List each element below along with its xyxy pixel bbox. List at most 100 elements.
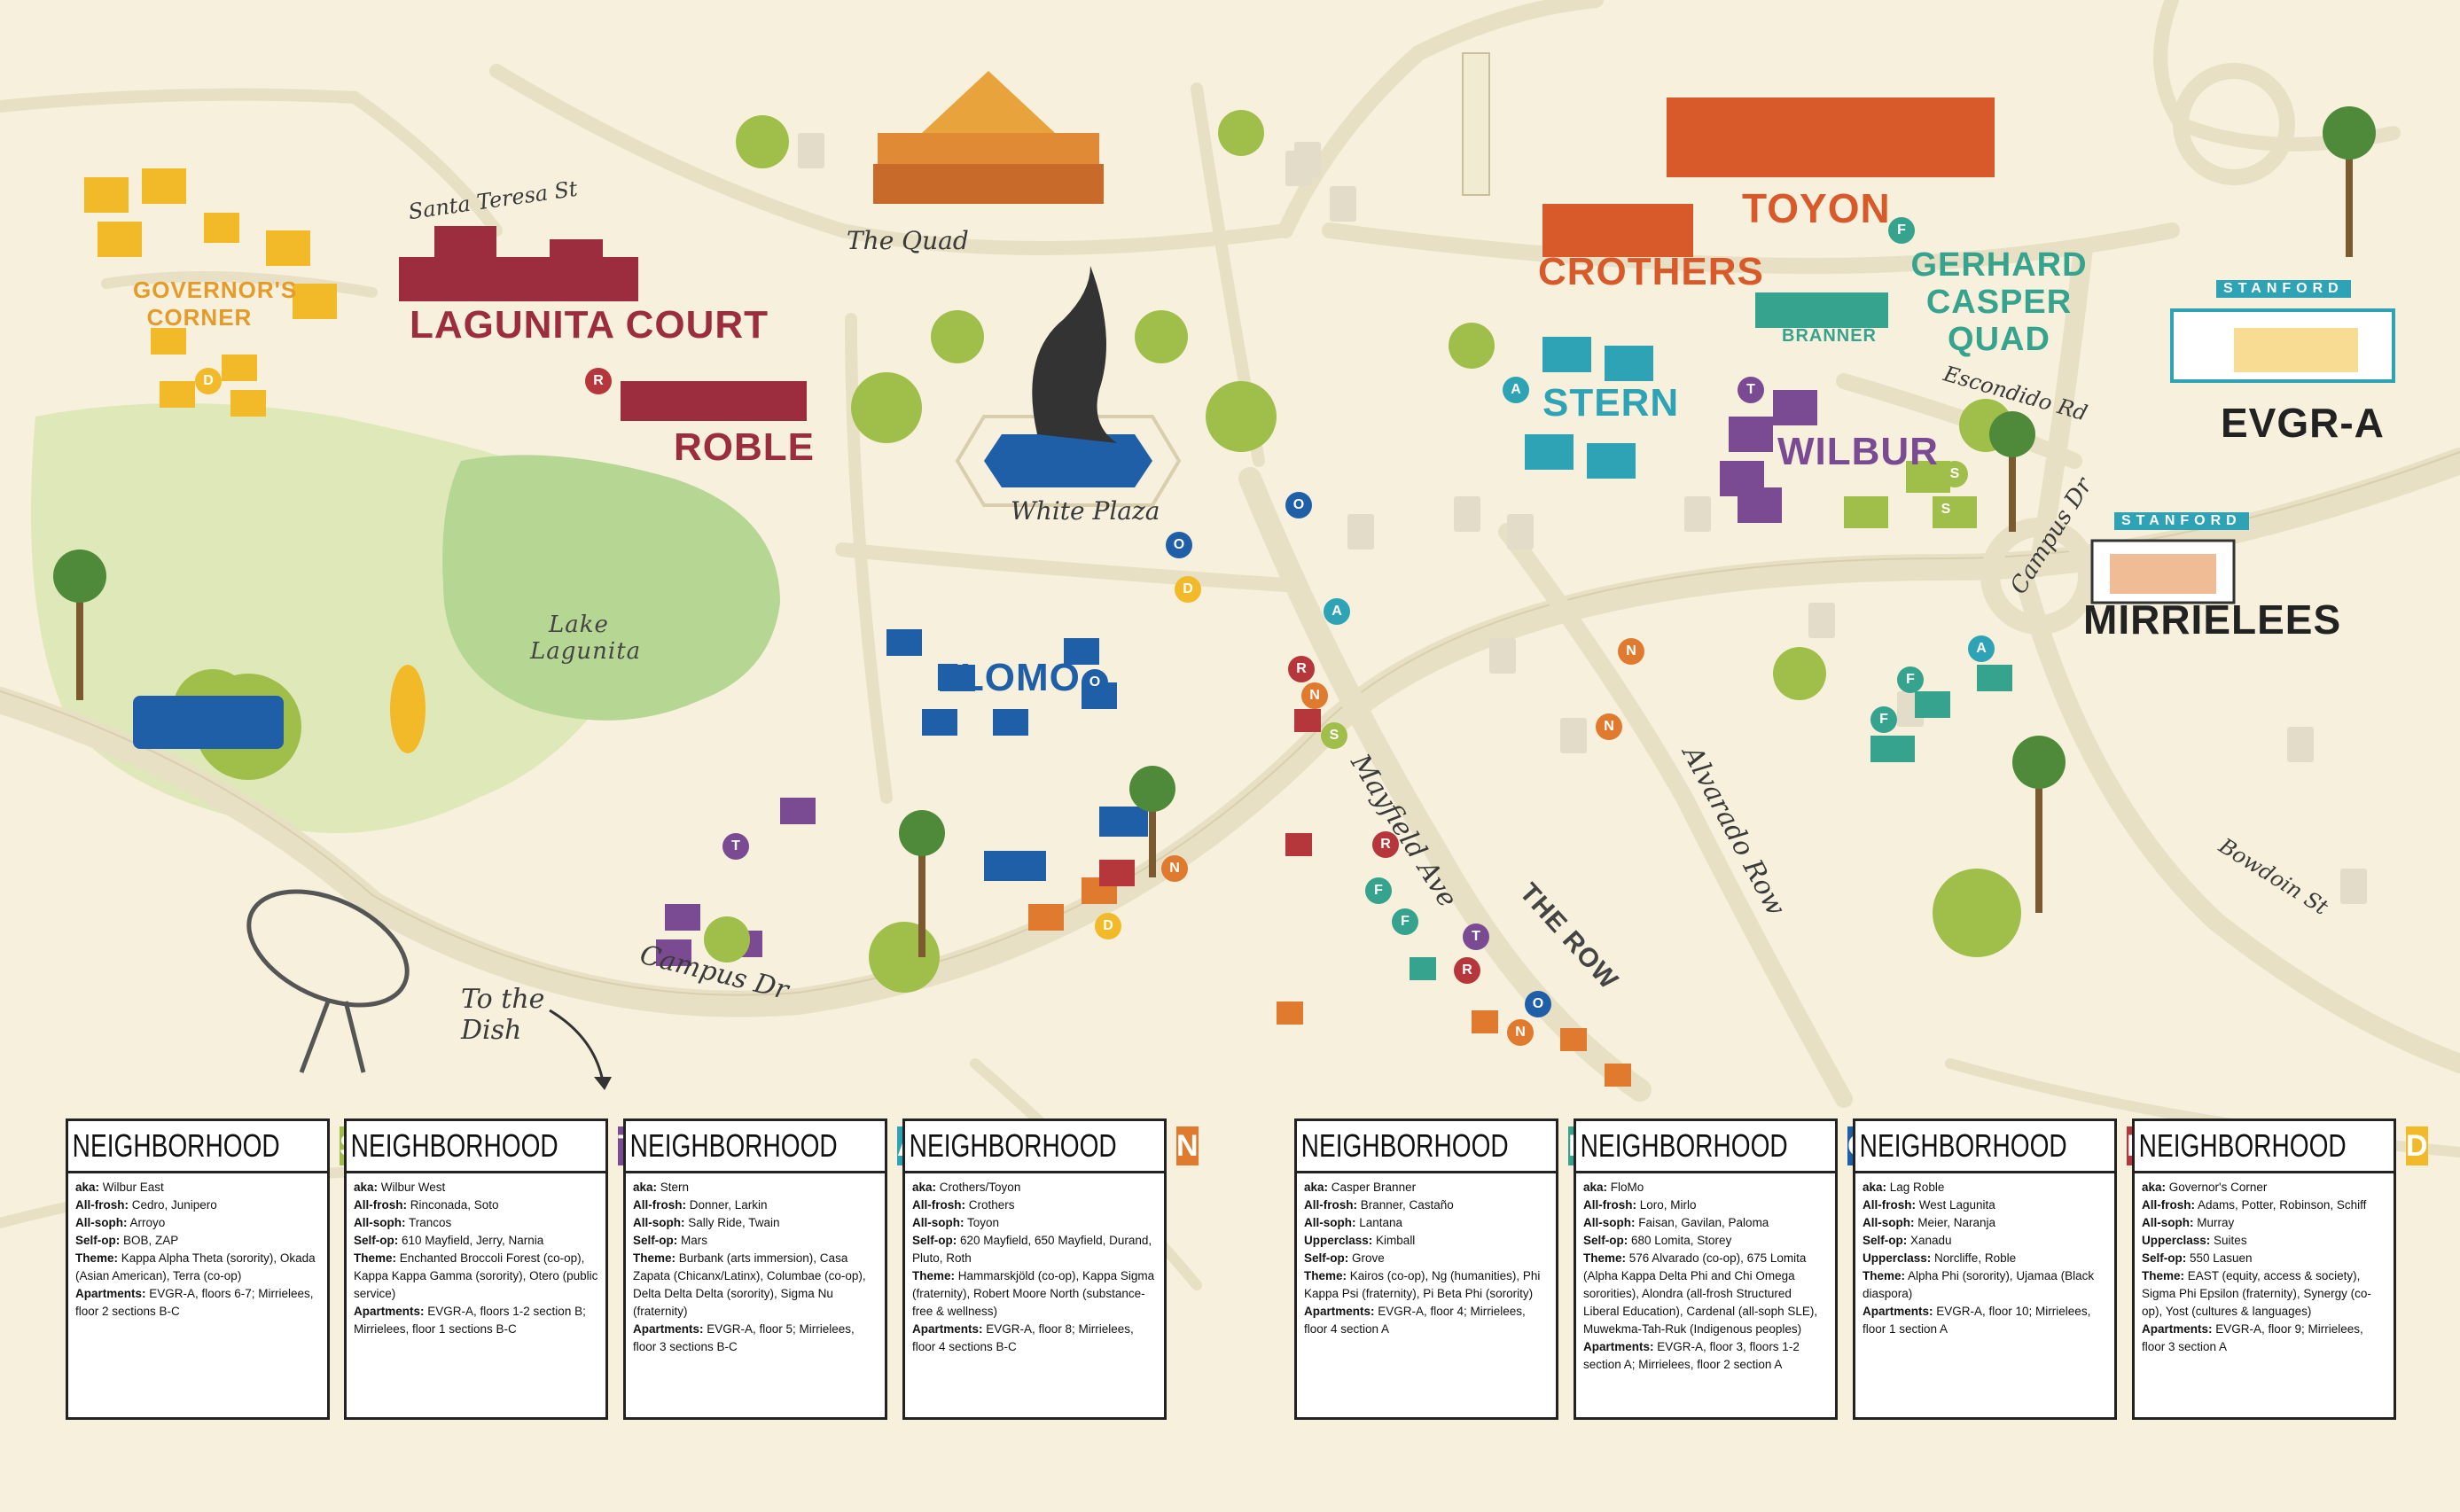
card-row-value: FloMo	[1607, 1181, 1644, 1194]
label-mirrielees: MIRRIELEES	[2083, 596, 2342, 643]
map-badge-o: O	[1525, 991, 1551, 1017]
card-row-key: Upperclass:	[1304, 1234, 1373, 1247]
card-row-value: Governor's Corner	[2166, 1181, 2268, 1194]
card-row-key: All-frosh:	[354, 1198, 407, 1212]
card-row-key: Self-op:	[1583, 1234, 1628, 1247]
map-badge-n: N	[1161, 855, 1188, 882]
stanford-dish	[246, 889, 410, 1073]
card-header: NEIGHBORHOODS	[68, 1121, 360, 1173]
card-row: Theme: Alpha Phi (sorority), Ujamaa (Bla…	[1863, 1267, 2107, 1303]
card-row-value: EVGR-A, floor 9; Mirrielees, floor 3 sec…	[2142, 1322, 2363, 1353]
card-row: aka: Governor's Corner	[2142, 1179, 2386, 1196]
card-row-key: Theme:	[912, 1269, 956, 1282]
white-plaza-fountain	[955, 266, 1182, 507]
card-row-key: aka:	[354, 1181, 379, 1194]
map-badge-r: R	[1288, 656, 1315, 682]
card-row: Self-op: Grove	[1304, 1250, 1549, 1267]
card-row: Apartments: EVGR-A, floor 4; Mirrielees,…	[1304, 1303, 1549, 1338]
card-row-key: aka:	[2142, 1181, 2167, 1194]
card-row-value: Murray	[2193, 1216, 2235, 1229]
map-badge-d: D	[1175, 576, 1201, 603]
card-row: Self-op: 550 Lasuen	[2142, 1250, 2386, 1267]
card-row: Theme: Burbank (arts immersion), Casa Za…	[633, 1250, 878, 1321]
label-the-quad: The Quad	[847, 226, 969, 255]
card-row: All-soph: Arroyo	[75, 1214, 320, 1232]
card-row: Apartments: EVGR-A, floor 9; Mirrielees,…	[2142, 1321, 2386, 1356]
card-row-key: Self-op:	[1304, 1251, 1349, 1265]
card-row-key: All-frosh:	[912, 1198, 965, 1212]
label-roble: ROBLE	[674, 425, 815, 469]
card-row: aka: Crothers/Toyon	[912, 1179, 1157, 1196]
label-stanford-sign-evgr: STANFORD	[2216, 280, 2351, 298]
card-row-key: Theme:	[2142, 1269, 2185, 1282]
card-row-key: All-frosh:	[75, 1198, 129, 1212]
card-row-key: Theme:	[1863, 1269, 1906, 1282]
card-row: All-frosh: Rinconada, Soto	[354, 1196, 598, 1214]
map-badge-s: S	[1321, 722, 1347, 749]
label-lagunita-court: LAGUNITA COURT	[410, 303, 769, 347]
map-badge-r: R	[585, 368, 612, 394]
label-wilbur: WILBUR	[1777, 430, 1939, 473]
card-row-value: Rinconada, Soto	[407, 1198, 499, 1212]
card-row-key: aka:	[633, 1181, 658, 1194]
map-badge-d: D	[1095, 913, 1121, 939]
card-row: Self-op: Mars	[633, 1232, 878, 1250]
card-row-key: Theme:	[75, 1251, 119, 1265]
card-row: Theme: Kappa Alpha Theta (sorority), Oka…	[75, 1250, 320, 1285]
card-row: All-soph: Meier, Naranja	[1863, 1214, 2107, 1232]
map-badge-t: T	[722, 833, 749, 860]
card-row-key: All-soph:	[633, 1216, 685, 1229]
map-badge-t: T	[1738, 377, 1764, 403]
map-badge-n: N	[1301, 682, 1328, 709]
marguerite-bus	[133, 696, 284, 749]
card-row-key: Apartments:	[1583, 1340, 1654, 1353]
map-badge-r: R	[1372, 831, 1399, 858]
card-row-value: BOB, ZAP	[120, 1234, 179, 1247]
card-row-value: Trancos	[405, 1216, 452, 1229]
crothers-building	[1542, 204, 1693, 257]
map-badge-s: S	[1941, 461, 1968, 487]
card-row: All-soph: Sally Ride, Twain	[633, 1214, 878, 1232]
card-letter-badge: D	[2406, 1126, 2428, 1165]
card-header: NEIGHBORHOODF	[1297, 1121, 1587, 1173]
card-row-value: Hammarskjöld (co-op), Kappa Sigma (frate…	[912, 1269, 1155, 1318]
card-row-key: All-frosh:	[1583, 1198, 1636, 1212]
card-row: All-soph: Murray	[2142, 1214, 2386, 1232]
card-row-key: Apartments:	[633, 1322, 704, 1336]
card-title: NEIGHBORHOOD	[909, 1127, 1117, 1164]
map-badge-a: A	[1968, 635, 1995, 662]
map-badge-f: F	[1888, 217, 1915, 244]
card-row-value: Sally Ride, Twain	[684, 1216, 780, 1229]
label-white-plaza: White Plaza	[1011, 496, 1160, 526]
map-badge-o: O	[1285, 492, 1312, 518]
card-row-value: Kimball	[1372, 1234, 1416, 1247]
card-row: Upperclass: Norcliffe, Roble	[1863, 1250, 2107, 1267]
card-row-key: aka:	[1583, 1181, 1608, 1194]
row-red-houses	[1099, 709, 1321, 886]
card-title: NEIGHBORHOOD	[1580, 1127, 1788, 1164]
card-row-value: Stern	[657, 1181, 690, 1194]
card-title: NEIGHBORHOOD	[1300, 1127, 1509, 1164]
card-row-key: All-frosh:	[2142, 1198, 2195, 1212]
card-row-key: All-soph:	[912, 1216, 964, 1229]
card-row-key: Theme:	[1583, 1251, 1627, 1265]
card-row-key: Theme:	[1304, 1269, 1347, 1282]
card-row: aka: Casper Branner	[1304, 1179, 1549, 1196]
card-row: Theme: EAST (equity, access & society), …	[2142, 1267, 2386, 1321]
card-row: Upperclass: Kimball	[1304, 1232, 1549, 1250]
card-row: Apartments: EVGR-A, floor 8; Mirrielees,…	[912, 1321, 1157, 1356]
card-row-value: Enchanted Broccoli Forest (co-op), Kappa…	[354, 1251, 598, 1300]
card-row-key: Apartments:	[2142, 1322, 2213, 1336]
card-row-key: All-frosh:	[1304, 1198, 1357, 1212]
card-row-value: EVGR-A, floor 3, floors 1-2 section A; M…	[1583, 1340, 1800, 1371]
